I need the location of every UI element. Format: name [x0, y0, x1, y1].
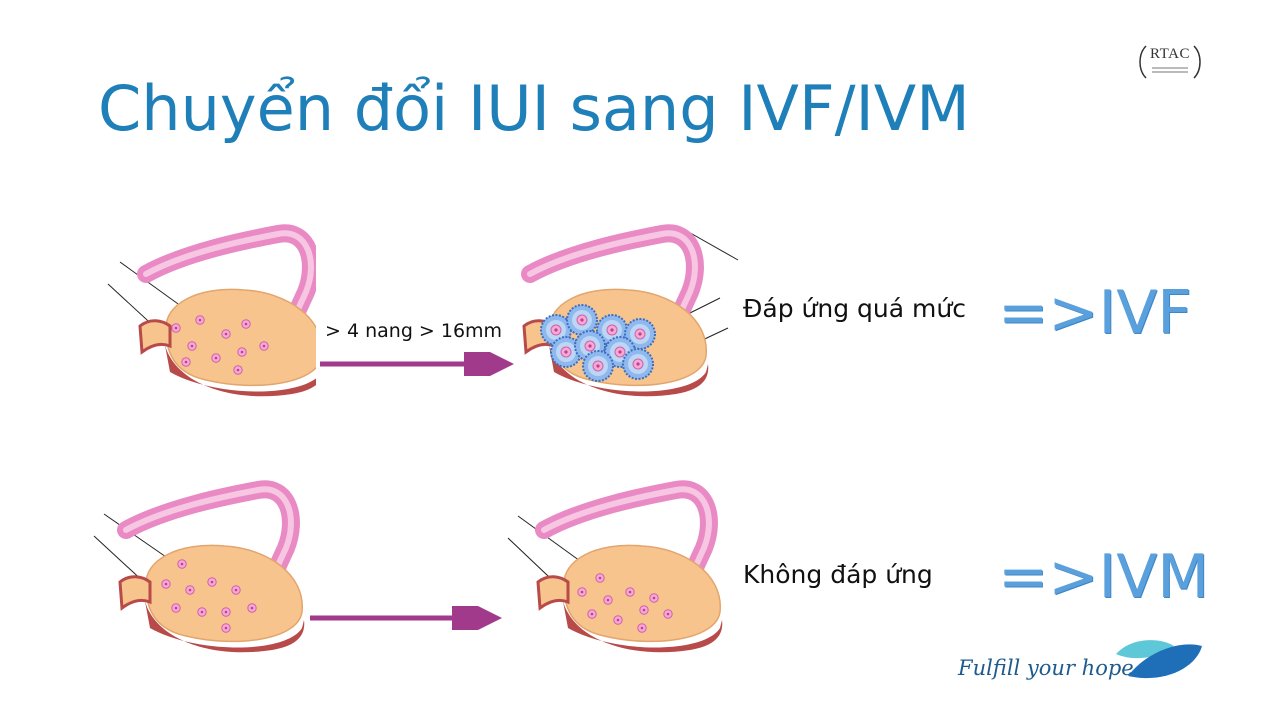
arrow-label-row1: > 4 nang > 16mm — [325, 320, 503, 342]
ovary-normal-row2-left — [86, 478, 306, 673]
result-ivm: =>IVM — [998, 542, 1210, 612]
leaf-logo — [1112, 632, 1204, 687]
ovary-normal-row1 — [96, 222, 316, 417]
ovary-overstimulated-row1 — [510, 222, 740, 417]
result-ivf: =>IVF — [998, 278, 1192, 348]
rtac-logo: RTAC — [1138, 42, 1202, 82]
response-label-row1: Đáp ứng quá mức — [743, 294, 966, 323]
slide-title: Chuyển đổi IUI sang IVF/IVM — [98, 72, 970, 145]
ovary-normal-row2-right — [504, 478, 734, 673]
arrow-row1 — [318, 339, 518, 389]
rtac-logo-text: RTAC — [1150, 46, 1190, 62]
arrow-row2 — [308, 593, 508, 643]
response-label-row2: Không đáp ứng — [743, 560, 933, 589]
footer-slogan: Fulfill your hope — [958, 656, 1134, 680]
